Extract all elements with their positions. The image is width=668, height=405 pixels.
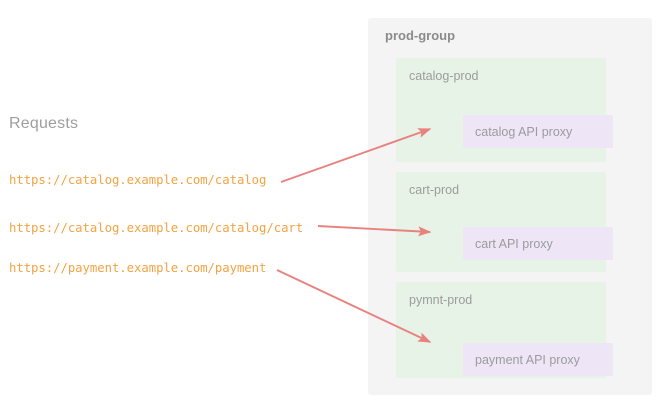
service-box-cart-prod: cart-prod cart API proxy bbox=[396, 172, 613, 272]
proxy-label-payment-api-proxy: payment API proxy bbox=[475, 352, 580, 367]
service-label-pymnt-prod: pymnt-prod bbox=[409, 293, 473, 307]
prod-group-title: prod-group bbox=[385, 28, 456, 43]
service-label-catalog-prod: catalog-prod bbox=[409, 69, 479, 83]
requests-heading: Requests bbox=[9, 115, 79, 132]
service-label-cart-prod: cart-prod bbox=[409, 183, 460, 197]
prod-group-panel: prod-group catalog-prod catalog API prox… bbox=[368, 18, 652, 395]
proxy-label-cart-api-proxy: cart API proxy bbox=[475, 236, 553, 251]
requests-panel: Requests https://catalog.example.com/cat… bbox=[9, 115, 304, 275]
proxy-box-catalog-api-proxy[interactable]: catalog API proxy bbox=[463, 115, 613, 148]
service-box-catalog-prod: catalog-prod catalog API proxy bbox=[396, 58, 613, 162]
proxy-box-cart-api-proxy[interactable]: cart API proxy bbox=[463, 227, 613, 260]
service-box-pymnt-prod: pymnt-prod payment API proxy bbox=[396, 282, 613, 378]
proxy-label-catalog-api-proxy: catalog API proxy bbox=[475, 124, 573, 139]
request-url-catalog[interactable]: https://catalog.example.com/catalog bbox=[9, 173, 267, 187]
proxy-box-payment-api-proxy[interactable]: payment API proxy bbox=[463, 343, 613, 376]
request-url-catalog-cart[interactable]: https://catalog.example.com/catalog/cart bbox=[9, 221, 304, 235]
request-url-payment[interactable]: https://payment.example.com/payment bbox=[9, 261, 267, 275]
